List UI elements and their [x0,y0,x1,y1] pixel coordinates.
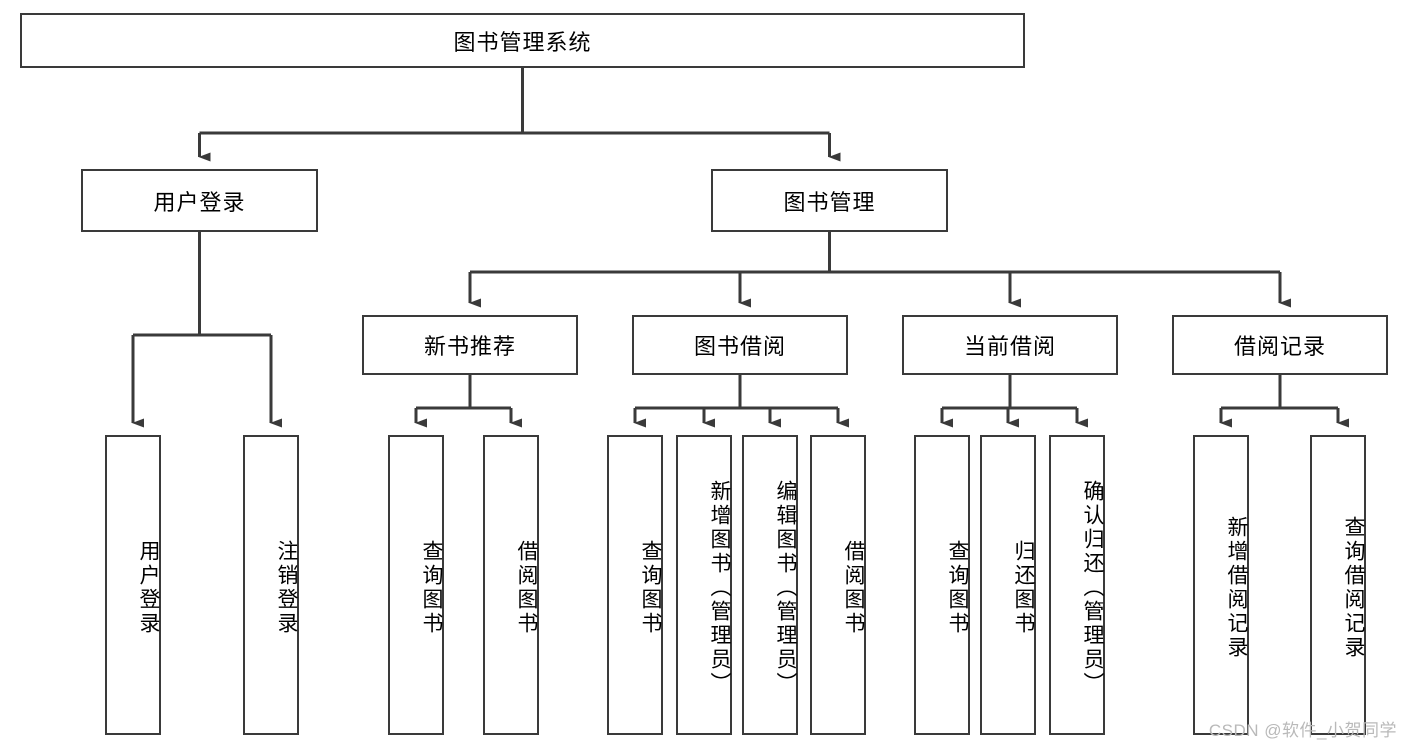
leaf-return-book[interactable]: 归还图书 [980,435,1036,735]
leaf-add-borrow-record[interactable]: 新增借阅记录 [1193,435,1249,735]
node-current-borrow[interactable]: 当前借阅 [902,315,1118,375]
leaf-query-book-current[interactable]: 查询图书 [914,435,970,735]
node-book-manage[interactable]: 图书管理 [711,169,948,232]
leaf-borrow-book-recommend[interactable]: 借阅图书 [483,435,539,735]
csdn-watermark: CSDN @软件_小贺同学 [1208,721,1397,740]
node-book-borrow[interactable]: 图书借阅 [632,315,848,375]
leaf-confirm-return-admin[interactable]: 确认归还（管理员） [1049,435,1105,735]
leaf-add-book-admin[interactable]: 新增图书（管理员） [676,435,732,735]
leaf-query-borrow-record[interactable]: 查询借阅记录 [1310,435,1366,735]
leaf-query-book-borrow[interactable]: 查询图书 [607,435,663,735]
node-user-login[interactable]: 用户登录 [81,169,318,232]
node-root[interactable]: 图书管理系统 [20,13,1025,68]
node-new-book-recommend[interactable]: 新书推荐 [362,315,578,375]
leaf-user-logout[interactable]: 注销登录 [243,435,299,735]
node-borrow-record[interactable]: 借阅记录 [1172,315,1388,375]
leaf-user-login[interactable]: 用户登录 [105,435,161,735]
leaf-query-book-recommend[interactable]: 查询图书 [388,435,444,735]
leaf-edit-book-admin[interactable]: 编辑图书（管理员） [742,435,798,735]
leaf-borrow-book[interactable]: 借阅图书 [810,435,866,735]
